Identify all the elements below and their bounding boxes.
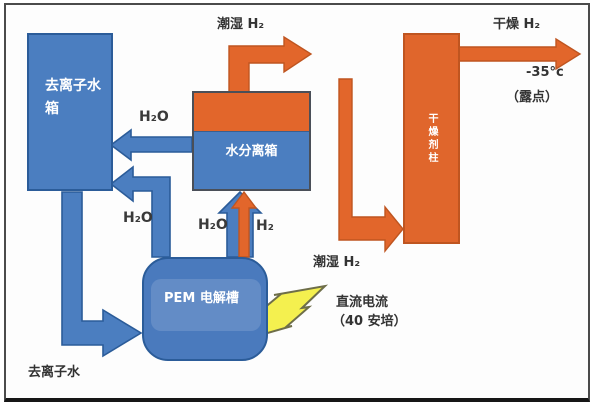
water-separator-liquid bbox=[194, 131, 309, 189]
node-deionized-water-tank: 去离子水箱 bbox=[27, 33, 113, 191]
label-h2o-return-upper: H₂O bbox=[139, 109, 169, 125]
label-wet-h2-top: 潮湿 H₂ bbox=[217, 17, 265, 32]
label-dc-current-line1: 直流电流 bbox=[336, 295, 389, 310]
pem-electrolyzer-label: PEM 电解槽 bbox=[164, 291, 239, 306]
label-dry-h2: 干燥 H₂ bbox=[493, 17, 541, 32]
label-dewpoint-temp: -35°c bbox=[526, 65, 564, 80]
label-dc-current-line2: （40 安培） bbox=[332, 314, 407, 329]
water-separator-label: 水分离箱 bbox=[225, 144, 278, 159]
label-h2o-return-lower: H₂O bbox=[123, 210, 153, 226]
pem-highlight bbox=[151, 279, 261, 331]
label-h2-up: H₂ bbox=[256, 218, 274, 234]
label-wet-h2-bottom: 潮湿 H₂ bbox=[313, 255, 361, 270]
deionized-water-tank-label: 去离子水箱 bbox=[45, 78, 101, 118]
node-water-separator: 水分离箱 bbox=[192, 91, 311, 191]
label-h2o-up: H₂O bbox=[198, 217, 228, 233]
node-pem-electrolyzer: PEM 电解槽 bbox=[142, 257, 268, 361]
label-deionized-water-feed: 去离子水 bbox=[28, 365, 81, 380]
label-dewpoint: （露点） bbox=[506, 90, 559, 105]
desiccant-column-label: 干燥剂柱 bbox=[426, 113, 437, 165]
node-desiccant-column: 干燥剂柱 bbox=[403, 33, 460, 244]
